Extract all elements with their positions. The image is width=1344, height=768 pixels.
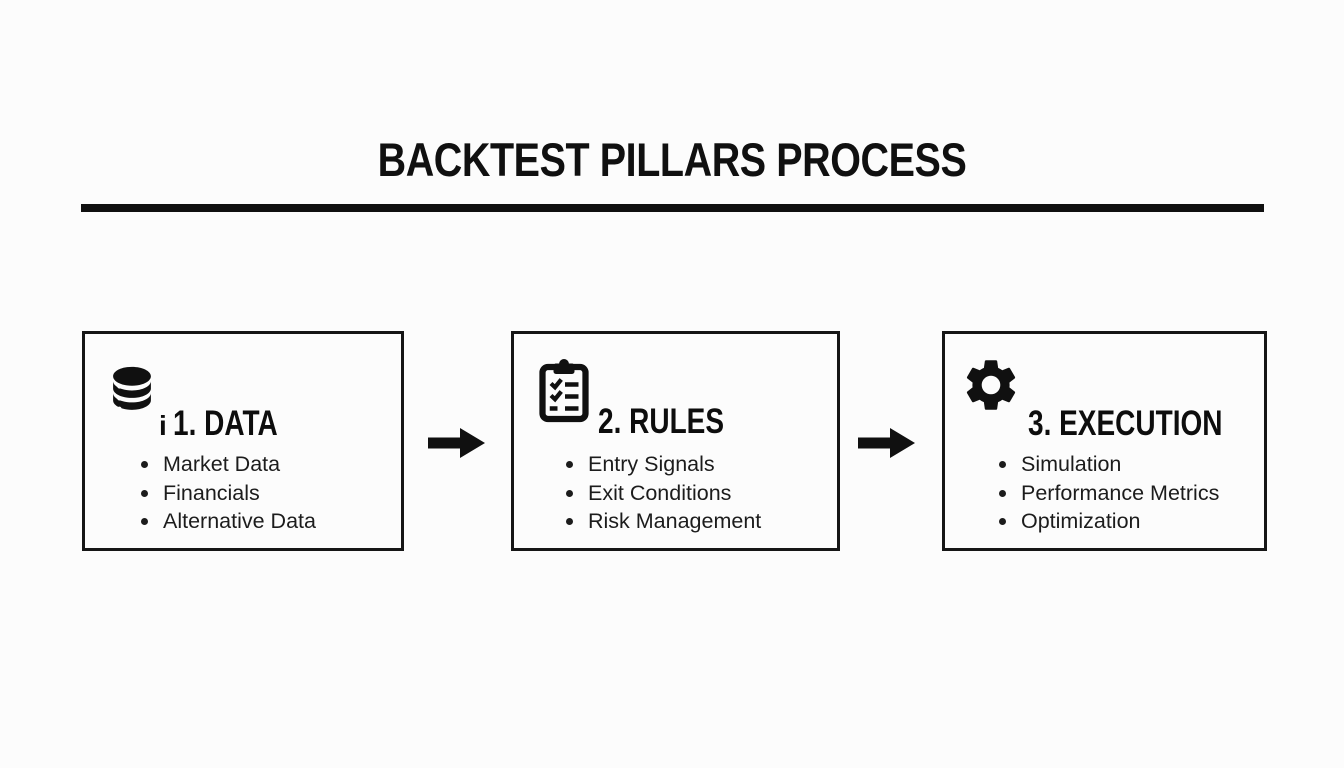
list-item: Entry Signals: [550, 450, 761, 479]
gear-icon: [959, 354, 1023, 416]
arrow-right-icon: [858, 427, 916, 459]
title-divider: [81, 204, 1264, 212]
pillar-box-data: i 1. DATA Market Data Financials Alterna…: [82, 331, 404, 551]
pillar-list-rules: Entry Signals Exit Conditions Risk Manag…: [550, 450, 761, 536]
pillar-box-execution: 3. EXECUTION Simulation Performance Metr…: [942, 331, 1267, 551]
list-item: Performance Metrics: [983, 479, 1219, 508]
clipboard-checklist-icon: [534, 350, 594, 430]
pillar-box-rules: 2. RULES Entry Signals Exit Conditions R…: [511, 331, 840, 551]
list-item: Alternative Data: [125, 507, 316, 536]
list-item: Risk Management: [550, 507, 761, 536]
pillar-heading-data: 1. DATA: [173, 404, 278, 443]
list-item: Optimization: [983, 507, 1219, 536]
pillar-heading-rules: 2. RULES: [598, 402, 725, 441]
list-item: Simulation: [983, 450, 1219, 479]
pillar-heading-execution: 3. EXECUTION: [1028, 404, 1223, 443]
arrow-right-icon: [428, 427, 486, 459]
list-item: Exit Conditions: [550, 479, 761, 508]
database-icon: [105, 354, 159, 422]
list-item: Market Data: [125, 450, 316, 479]
pillar-list-execution: Simulation Performance Metrics Optimizat…: [983, 450, 1219, 536]
stray-i-glyph: i: [159, 410, 167, 441]
page-title: BACKTEST PILLARS PROCESS: [377, 133, 967, 186]
pillar-list-data: Market Data Financials Alternative Data: [125, 450, 316, 536]
list-item: Financials: [125, 479, 316, 508]
